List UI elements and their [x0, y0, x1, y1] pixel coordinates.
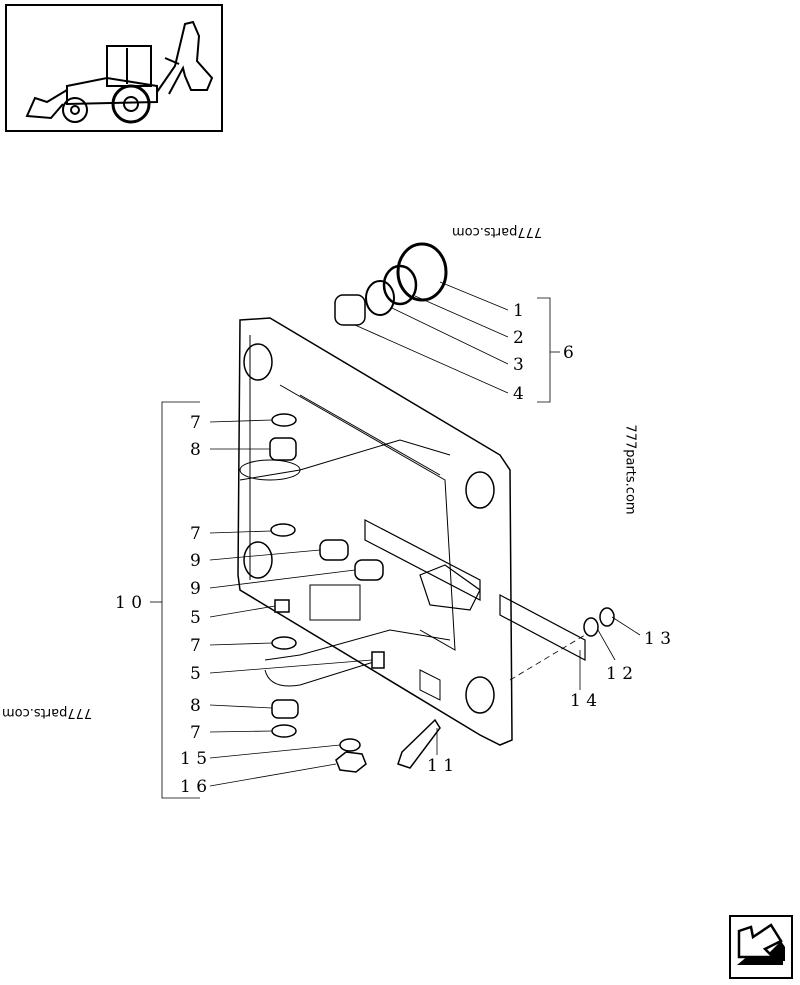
callout-11: 1 1 — [427, 756, 454, 776]
callout-5: 5 — [190, 664, 201, 684]
backhoe-loader-icon — [25, 20, 214, 124]
callout-8: 8 — [190, 440, 201, 460]
callout-2: 2 — [513, 328, 524, 348]
callout-14: 1 4 — [570, 691, 597, 711]
callout-10: 1 0 — [115, 593, 142, 613]
machine-thumbnail[interactable] — [5, 4, 223, 132]
callout-12: 1 2 — [606, 664, 633, 684]
small-parts — [269, 242, 615, 773]
callout-1: 1 — [513, 301, 524, 321]
callout-9: 9 — [190, 551, 201, 571]
callout-15: 1 5 — [180, 749, 207, 769]
arrow-back-icon — [737, 923, 785, 965]
watermark: 777parts.com — [452, 224, 543, 239]
callout-9: 9 — [190, 579, 201, 599]
leader-lines — [150, 281, 641, 799]
callout-7: 7 — [190, 636, 201, 656]
watermark: 777parts.com — [2, 705, 93, 720]
callout-16: 1 6 — [180, 777, 207, 797]
callout-6: 6 — [563, 343, 574, 363]
callout-4: 4 — [513, 384, 524, 404]
callout-7: 7 — [190, 723, 201, 743]
back-navigation-button[interactable] — [729, 915, 793, 979]
callout-7: 7 — [190, 413, 201, 433]
callout-5: 5 — [190, 608, 201, 628]
callout-8: 8 — [190, 696, 201, 716]
callout-3: 3 — [513, 355, 524, 375]
frame-plate — [237, 317, 586, 746]
callout-7: 7 — [190, 524, 201, 544]
callout-labels: 1 2 3 4 6 7 8 7 9 9 5 7 5 8 7 1 5 1 6 1 … — [115, 301, 671, 797]
watermark: 777parts.com — [622, 424, 638, 515]
callout-13: 1 3 — [644, 629, 671, 649]
